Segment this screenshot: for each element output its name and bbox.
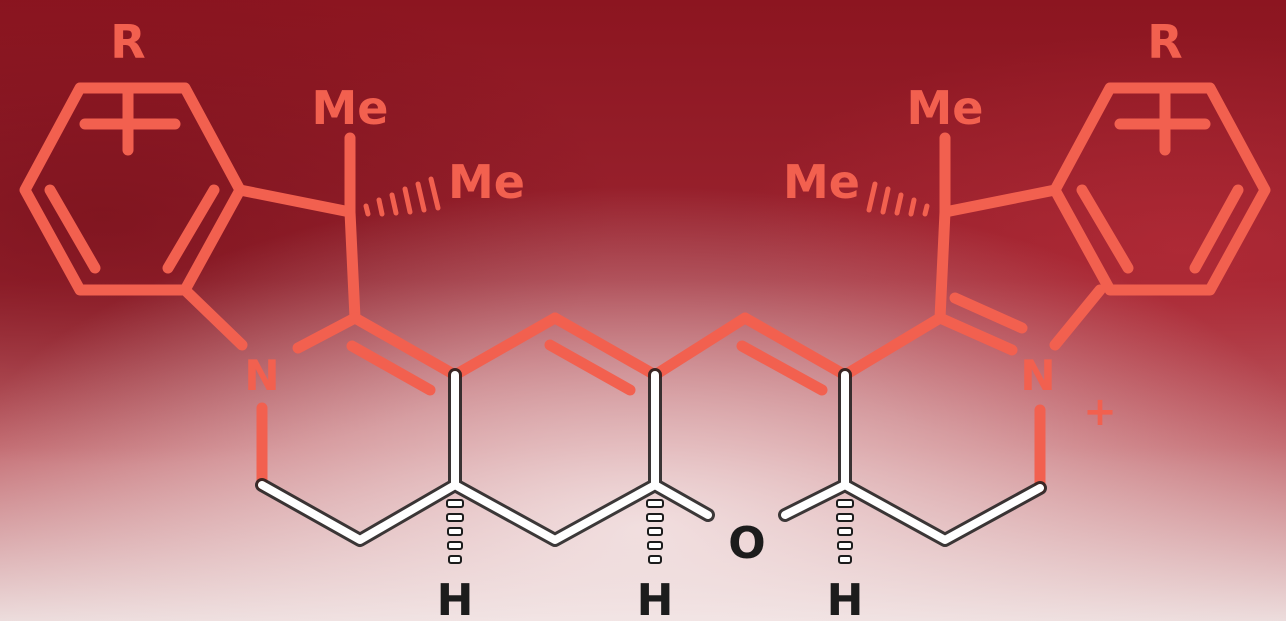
- right-ring-bond-c2-n: [934, 312, 1018, 356]
- white-skeleton: [258, 371, 1044, 544]
- right-benzene-ring: [1049, 82, 1271, 296]
- white-hashed-wedges: [446, 499, 854, 564]
- chain-bond-5-double: [736, 340, 828, 396]
- me-label-right-side: Me: [783, 155, 860, 209]
- red-hashed-wedges: [363, 176, 930, 217]
- positive-charge-label: +: [1083, 389, 1117, 435]
- lower-chain-right: [781, 481, 1044, 544]
- chain-bond-3: [549, 312, 661, 381]
- chain-bond-1: [349, 312, 461, 381]
- chain-bond-5: [739, 312, 851, 381]
- left-ring-bond-c2: [344, 206, 361, 324]
- left-benzene-inner-bond-2: [162, 184, 220, 274]
- oxygen-label: O: [728, 518, 765, 569]
- lower-chain-left: [258, 481, 712, 544]
- chain-bond-6: [839, 312, 946, 381]
- me-label-left-side: Me: [448, 155, 525, 209]
- chain-bond-2: [449, 312, 561, 381]
- left-ring-bond-n-c2: [292, 312, 361, 354]
- right-ring-bond-c3: [939, 184, 1061, 218]
- chain-bond-4: [649, 312, 751, 381]
- r-label-right: R: [1147, 15, 1182, 69]
- chain-bond-1-double: [346, 340, 436, 396]
- n-label-right: N: [1020, 351, 1055, 400]
- chain-bond-3-double: [544, 339, 636, 396]
- right-benzene-inner-bond-2: [1076, 184, 1134, 274]
- h-label-right: H: [827, 575, 864, 621]
- left-benzene-inner-bond-1: [44, 184, 101, 274]
- me-label-left-top: Me: [312, 81, 389, 135]
- right-benzene-inner-bond-1: [1189, 184, 1244, 274]
- n-label-left: N: [244, 351, 279, 400]
- r-label-left: R: [110, 15, 145, 69]
- right-ring-bond-n-aryl: [1049, 284, 1106, 351]
- h-label-middle: H: [637, 575, 674, 621]
- right-ring-bond-c2-n-double: [949, 292, 1028, 334]
- left-ring-bond-n-aryl: [179, 284, 248, 351]
- left-ring-bond-c3: [234, 184, 356, 218]
- h-label-left: H: [437, 575, 474, 621]
- me-label-right-top: Me: [907, 81, 984, 135]
- atom-labels: R R Me Me Me Me N N + O H H H: [110, 15, 1182, 621]
- right-ring-bond-c2: [934, 206, 951, 324]
- red-skeleton: [19, 82, 1271, 494]
